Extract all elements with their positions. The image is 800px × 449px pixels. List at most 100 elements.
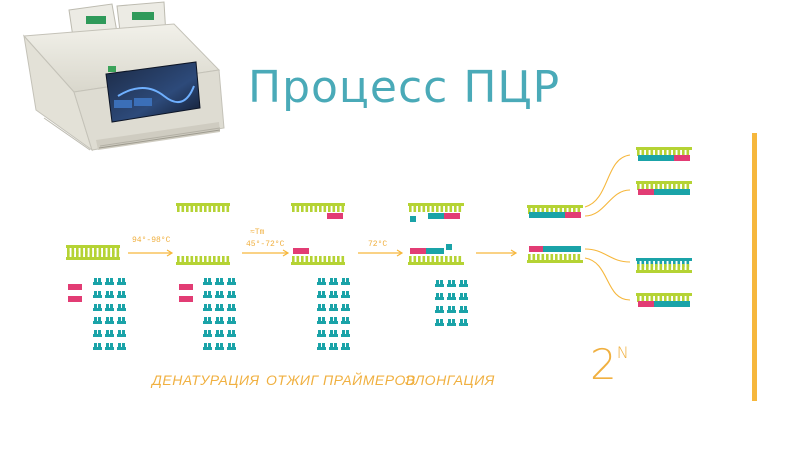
nucleotide — [204, 278, 207, 282]
nucleotide — [329, 282, 338, 285]
nucleotide — [459, 310, 468, 313]
nucleotide — [227, 347, 236, 350]
new-strand — [426, 248, 444, 254]
nucleotide — [228, 278, 231, 282]
nucleotide — [459, 284, 468, 287]
single-strand-top — [408, 203, 464, 212]
nucleotide — [459, 323, 468, 326]
nucleotide — [208, 343, 211, 347]
nucleotide — [435, 284, 444, 287]
nucleotide — [203, 321, 212, 324]
nucleotide — [98, 330, 101, 334]
nucleotide — [447, 284, 456, 287]
nucleotide — [220, 291, 223, 295]
nucleotide — [447, 323, 456, 326]
nucleotide — [220, 304, 223, 308]
nucleotide — [322, 330, 325, 334]
nucleotide — [93, 347, 102, 350]
nucleotide — [106, 330, 109, 334]
nucleotide — [203, 347, 212, 350]
nucleotide — [118, 291, 121, 295]
nucleotide — [440, 293, 443, 297]
gen2-strand — [636, 293, 692, 302]
nucleotide — [318, 278, 321, 282]
nucleotide — [346, 291, 349, 295]
nucleotide — [208, 304, 211, 308]
nucleotide — [346, 330, 349, 334]
nucleotide — [341, 321, 350, 324]
nucleotide — [435, 297, 444, 300]
nucleotide — [452, 319, 455, 323]
nucleotide — [330, 304, 333, 308]
gen2-new-strand — [638, 155, 674, 161]
primer — [179, 284, 193, 290]
nucleotide — [208, 291, 211, 295]
nucleotide — [204, 291, 207, 295]
primer-annealed — [327, 213, 343, 219]
nucleotide — [342, 278, 345, 282]
nucleotide — [105, 282, 114, 285]
nucleotide — [215, 321, 224, 324]
nucleotide — [94, 304, 97, 308]
nucleotide — [317, 308, 326, 311]
nucleotide — [105, 321, 114, 324]
nucleotide — [122, 330, 125, 334]
nucleotide — [122, 291, 125, 295]
branch-arrow — [585, 155, 630, 207]
nucleotide — [227, 282, 236, 285]
product-primer — [529, 246, 543, 252]
nucleotide — [460, 306, 463, 310]
nucleotide — [459, 297, 468, 300]
nucleotide — [106, 343, 109, 347]
nucleotide — [93, 308, 102, 311]
nucleotide — [436, 319, 439, 323]
nucleotide — [216, 317, 219, 321]
nucleotide — [208, 330, 211, 334]
nucleotide — [460, 293, 463, 297]
nucleotide — [322, 278, 325, 282]
single-strand-top — [291, 203, 345, 212]
nucleotide — [220, 330, 223, 334]
nucleotide — [440, 319, 443, 323]
nucleotide — [341, 295, 350, 298]
gen2-primer — [638, 301, 654, 307]
nucleotide — [341, 334, 350, 337]
nucleotide — [464, 280, 467, 284]
nucleotide — [117, 308, 126, 311]
nucleotide — [106, 304, 109, 308]
nucleotide — [118, 317, 121, 321]
nucleotide — [330, 330, 333, 334]
nucleotide — [341, 308, 350, 311]
nucleotide — [318, 291, 321, 295]
nucleotide — [216, 291, 219, 295]
nucleotide — [452, 306, 455, 310]
branch-arrow — [585, 258, 630, 300]
nucleotide — [322, 317, 325, 321]
primer — [179, 296, 193, 302]
nucleotide — [216, 343, 219, 347]
nucleotide — [117, 347, 126, 350]
nucleotide — [464, 306, 467, 310]
nucleotide — [329, 321, 338, 324]
single-strand-top — [176, 203, 230, 212]
nucleotide — [93, 295, 102, 298]
nucleotide — [105, 295, 114, 298]
nucleotide — [98, 317, 101, 321]
nucleotide — [122, 278, 125, 282]
nucleotide — [318, 343, 321, 347]
stage-label-denaturation: ДЕНАТУРАЦИЯ — [152, 372, 260, 388]
stage-label-annealing: ОТЖИГ ПРАЙМЕРОВ — [266, 372, 416, 388]
nucleotide — [117, 295, 126, 298]
nucleotide — [460, 319, 463, 323]
nucleotide — [232, 304, 235, 308]
nucleotide — [447, 310, 456, 313]
nucleotide — [334, 278, 337, 282]
nucleotide — [216, 330, 219, 334]
single-strand-bottom — [176, 256, 230, 265]
exponential-growth-label: 2N — [590, 340, 629, 389]
nucleotide — [122, 343, 125, 347]
primer — [68, 296, 82, 302]
nucleotide — [341, 347, 350, 350]
nucleotide — [203, 295, 212, 298]
